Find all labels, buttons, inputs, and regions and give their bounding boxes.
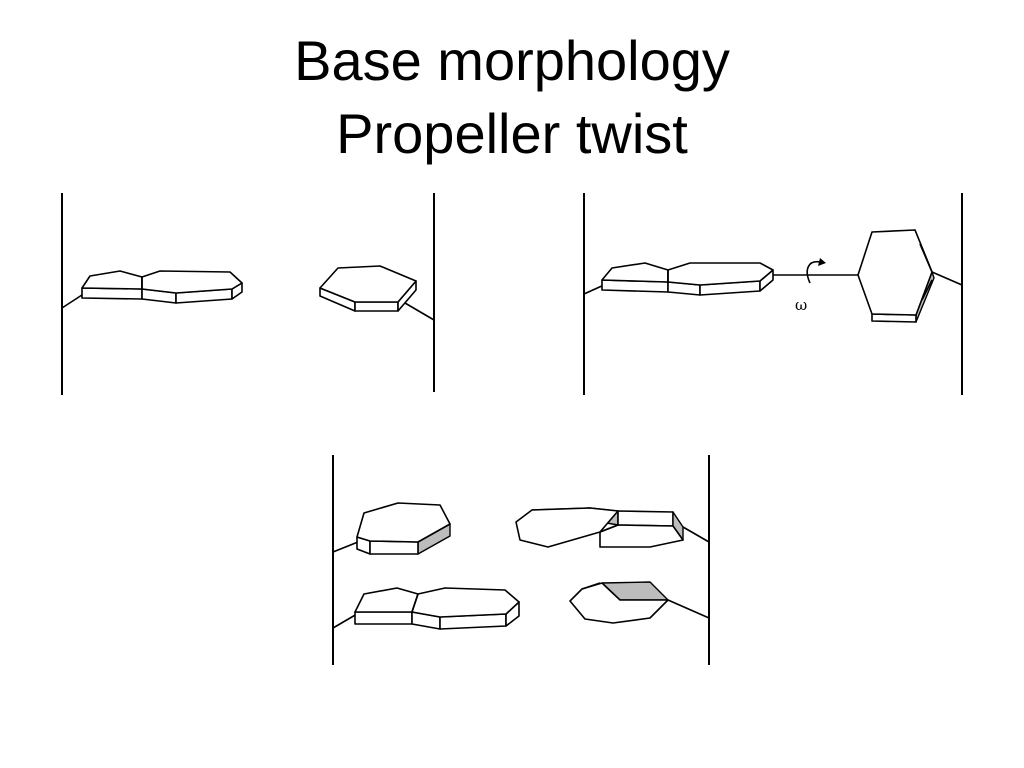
glycosidic-bond-left [583, 284, 605, 295]
purine-base [601, 262, 774, 296]
rotation-arrow [806, 258, 826, 284]
pyrimidine-upper-left [356, 502, 451, 555]
page-title-line-1: Base morphology [294, 29, 730, 92]
panel-stacked-twisted-pairs [332, 455, 710, 665]
glycosidic-bond-lower-right [667, 599, 710, 619]
panel-twisted-base-pair: ω [583, 193, 963, 395]
omega-label: ω [795, 296, 807, 314]
glycosidic-bond-upper-right [682, 526, 710, 543]
pyrimidine-base-flat [319, 265, 417, 312]
pyrimidine-lower-right [569, 581, 669, 624]
glycosidic-bond-lower-left [332, 613, 358, 629]
panel-flat-base-pair [61, 193, 435, 395]
page-title-line-2: Propeller twist [336, 102, 688, 165]
purine-base-flat [81, 270, 243, 304]
purine-upper-right [515, 507, 684, 548]
pyrimidine-base-twisted [857, 229, 935, 323]
purine-lower-left [354, 587, 520, 630]
glycosidic-bond-right [931, 271, 963, 286]
glycosidic-bond-right [404, 302, 435, 321]
glycosidic-bond-left [61, 292, 86, 309]
